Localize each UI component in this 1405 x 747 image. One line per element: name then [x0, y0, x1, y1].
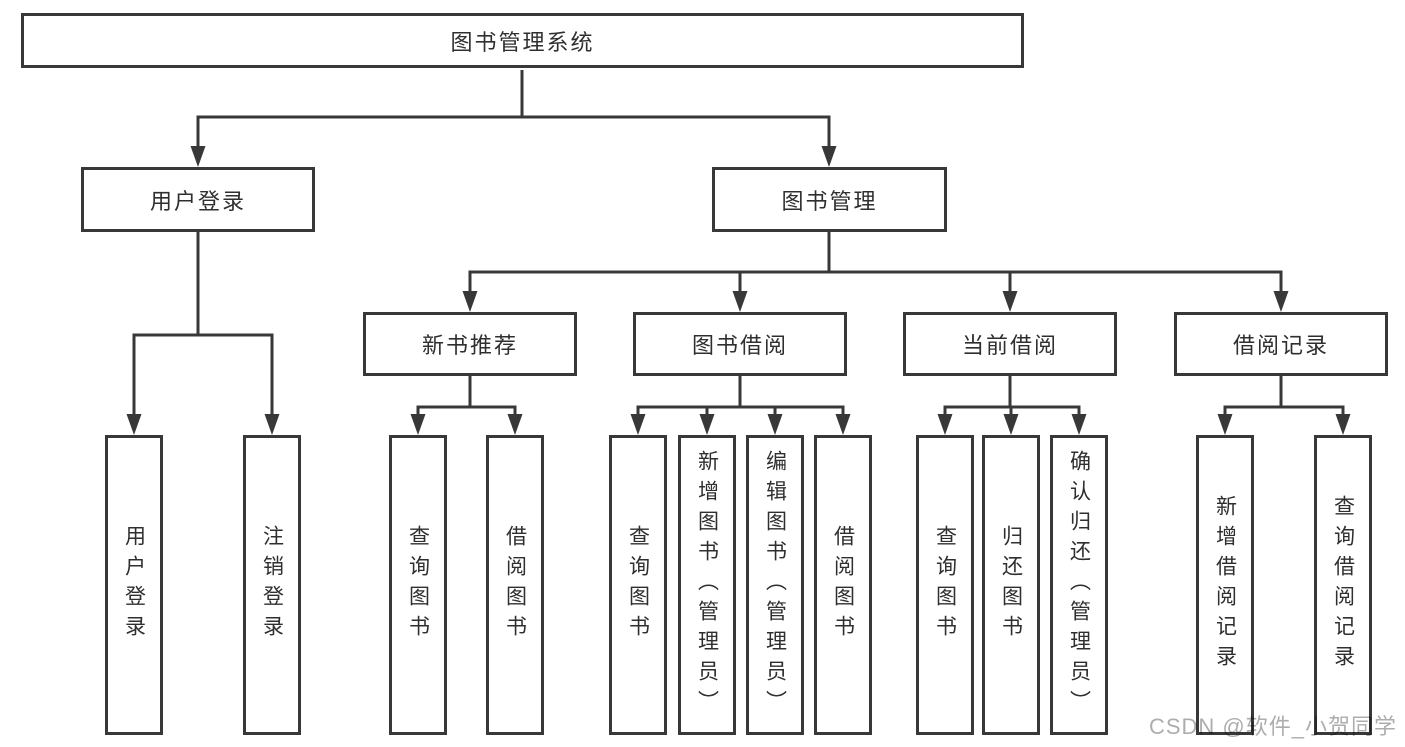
node-book-borrowing: 图书借阅 — [633, 312, 847, 376]
leaf-borrow-books: 借阅图书 — [814, 435, 872, 735]
node-borrowing-records: 借阅记录 — [1174, 312, 1388, 376]
leaf-add-borrow-record: 新增借阅记录 — [1196, 435, 1254, 735]
leaf-query-books-current: 查询图书 — [916, 435, 974, 735]
leaf-borrow-books-recommend: 借阅图书 — [486, 435, 544, 735]
leaf-query-books-recommend: 查询图书 — [389, 435, 447, 735]
node-user-login: 用户登录 — [81, 167, 315, 232]
leaf-logout: 注销登录 — [243, 435, 301, 735]
node-library-management-system: 图书管理系统 — [21, 13, 1024, 68]
leaf-query-borrow-record: 查询借阅记录 — [1314, 435, 1372, 735]
leaf-user-login: 用户登录 — [105, 435, 163, 735]
leaf-query-books-borrowing: 查询图书 — [609, 435, 667, 735]
node-current-borrowing: 当前借阅 — [903, 312, 1117, 376]
leaf-edit-books-admin: 编辑图书（管理员） — [746, 435, 804, 735]
node-book-management: 图书管理 — [712, 167, 947, 232]
leaf-add-books-admin: 新增图书（管理员） — [678, 435, 736, 735]
csdn-watermark: CSDN @软件_小贺同学 — [1148, 714, 1397, 739]
leaf-return-books: 归还图书 — [982, 435, 1040, 735]
node-new-book-recommend: 新书推荐 — [363, 312, 577, 376]
leaf-confirm-return-admin: 确认归还（管理员） — [1050, 435, 1108, 735]
